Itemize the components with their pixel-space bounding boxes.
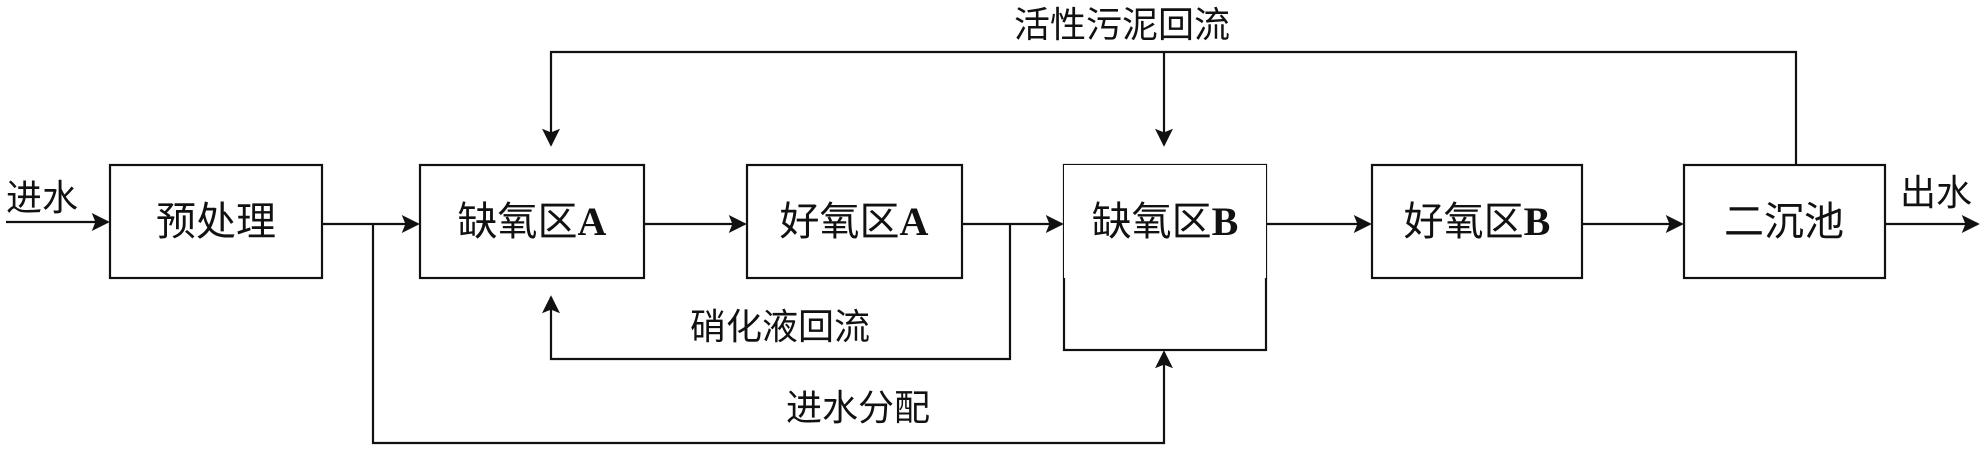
aerobic-zone-a-box: 好氧区A bbox=[745, 163, 964, 280]
anoxic-zone-a-box: 缺氧区A bbox=[418, 163, 646, 280]
anoxic-zone-b-label: 缺氧区B bbox=[1092, 199, 1239, 245]
anoxic-zone-b-box: 缺氧区B bbox=[1062, 163, 1268, 352]
sludge-return-line bbox=[542, 50, 1798, 165]
anoxic-zone-a-label: 缺氧区A bbox=[458, 199, 607, 245]
inflow-label: 进水 bbox=[6, 178, 78, 219]
aerobic-zone-b-box: 好氧区B bbox=[1370, 163, 1584, 280]
aerobic-zone-b-label: 好氧区B bbox=[1404, 199, 1551, 245]
outflow-label: 出水 bbox=[1900, 173, 1972, 214]
secondary-clarifier-box: 二沉池 bbox=[1682, 163, 1887, 280]
nitrified-liquid-return-label: 硝化液回流 bbox=[690, 307, 870, 348]
influent-distribution-label: 进水分配 bbox=[786, 388, 930, 429]
pretreatment-label: 预处理 bbox=[156, 199, 276, 245]
pretreatment-box: 预处理 bbox=[108, 163, 324, 280]
sludge-return-label: 活性污泥回流 bbox=[1014, 5, 1230, 46]
nitrified-liquid-return-line bbox=[542, 224, 1012, 361]
secondary-clarifier-label: 二沉池 bbox=[1724, 199, 1844, 245]
aerobic-zone-a-label: 好氧区A bbox=[780, 199, 929, 245]
influent-distribution-line bbox=[371, 224, 1173, 445]
